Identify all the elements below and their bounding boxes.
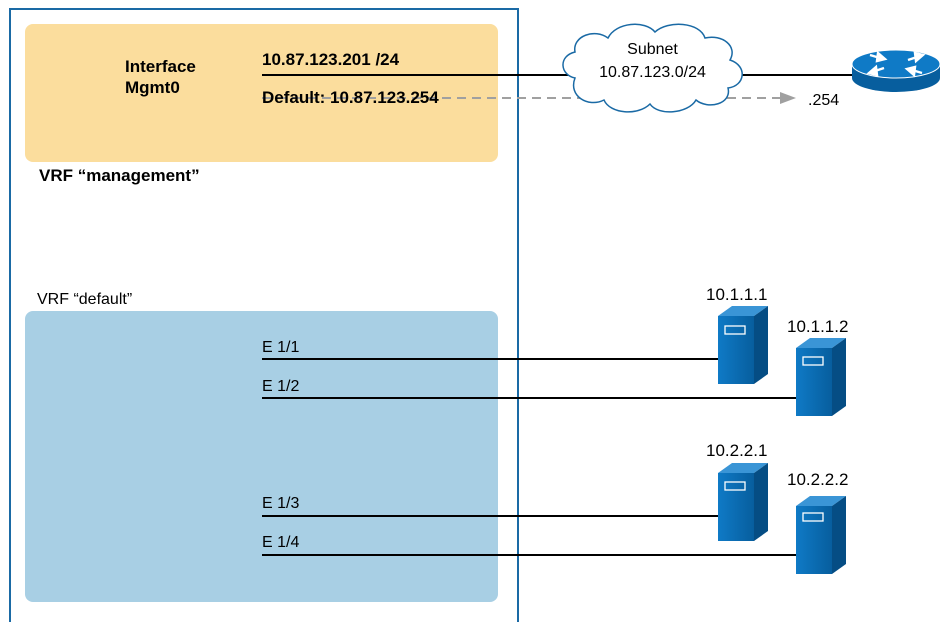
- server-icon: [796, 496, 846, 574]
- server-icon: [718, 463, 768, 541]
- management-vrf-label: VRF “management”: [39, 166, 200, 185]
- server-ip-label: 10.2.2.2: [787, 470, 849, 489]
- interface-e1-2: E 1/2: [262, 378, 300, 395]
- default-gateway: Default: 10.87.123.254: [262, 88, 439, 107]
- interface-e1-4: E 1/4: [262, 534, 300, 551]
- switch-outline: [9, 8, 519, 622]
- mgmt0-address: 10.87.123.201 /24: [262, 50, 400, 69]
- cloud-subnet: 10.87.123.0/24: [599, 64, 706, 81]
- interface-label: Interface: [125, 57, 196, 76]
- server-icon: [718, 306, 768, 384]
- interface-e1-3: E 1/3: [262, 495, 300, 512]
- server-ip-label: 10.2.2.1: [706, 441, 768, 460]
- server-ip-label: 10.1.1.1: [706, 285, 768, 304]
- default-route-arrowhead: [780, 92, 796, 104]
- router-address: .254: [808, 92, 840, 109]
- subnet-cloud: [562, 23, 743, 113]
- management-vrf-panel: [25, 24, 498, 162]
- interface-name: Mgmt0: [125, 78, 180, 97]
- server-icon: [796, 338, 846, 416]
- router-icon: [851, 49, 941, 92]
- interface-e1-1: E 1/1: [262, 339, 300, 356]
- server-ip-label: 10.1.1.2: [787, 317, 849, 336]
- cloud-title: Subnet: [627, 41, 678, 58]
- default-vrf-label: VRF “default”: [37, 291, 133, 308]
